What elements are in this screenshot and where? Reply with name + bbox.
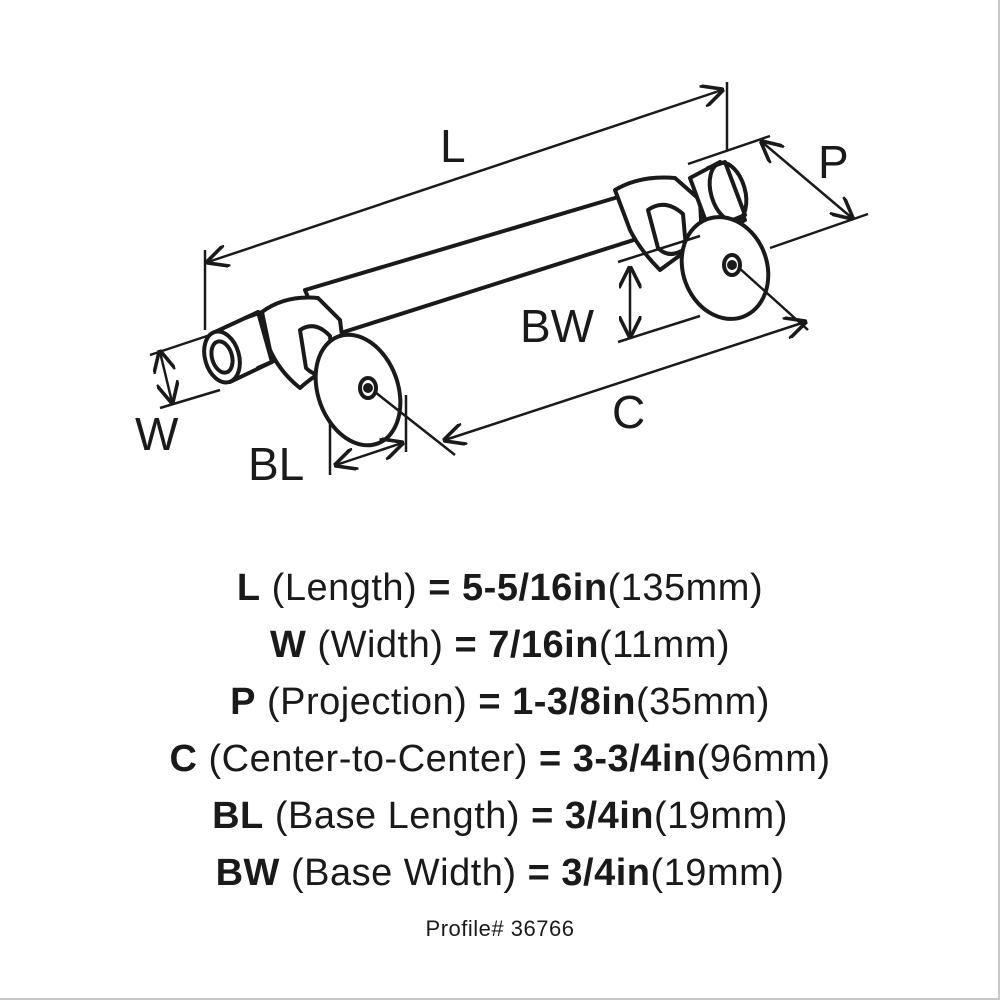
left-base xyxy=(313,332,403,448)
spec-metric: (135mm) xyxy=(607,567,764,609)
spec-abbr: W xyxy=(269,624,307,666)
spec-imperial: 5-5/16in xyxy=(462,567,608,609)
dimension-spec-list: L (Length) = 5-5/16in(135mm) W (Width) =… xyxy=(0,560,1000,902)
width-extension-bottom xyxy=(159,388,221,410)
spec-metric: (35mm) xyxy=(636,681,770,723)
spec-projection: P (Projection) = 1-3/8in(35mm) xyxy=(0,674,1000,731)
spec-name: (Length) xyxy=(271,567,418,609)
left-end-cap xyxy=(202,310,278,385)
spec-name: (Base Length) xyxy=(274,795,521,837)
center-extension-right xyxy=(737,266,809,331)
spec-length: L (Length) = 5-5/16in(135mm) xyxy=(0,560,1000,617)
spec-name: (Width) xyxy=(317,624,444,666)
spec-metric: (11mm) xyxy=(598,624,731,666)
dimension-lines xyxy=(149,82,869,475)
label-BL: BL xyxy=(248,438,304,490)
spec-imperial: 3/4in xyxy=(561,852,651,894)
spec-imperial: 3/4in xyxy=(564,795,654,837)
spec-abbr: C xyxy=(169,738,198,780)
label-BW: BW xyxy=(520,300,595,352)
spec-equals: = xyxy=(428,567,451,609)
spec-equals: = xyxy=(527,852,551,894)
width-dimension-line xyxy=(160,352,172,402)
base-length-dimension-line xyxy=(336,443,402,465)
spec-metric: (19mm) xyxy=(653,795,788,837)
label-W: W xyxy=(135,408,179,460)
cabinet-pull-dimension-diagram: L P BW C W BL xyxy=(135,82,869,490)
spec-name: (Projection) xyxy=(267,681,468,723)
length-dimension-line xyxy=(208,90,722,262)
spec-imperial: 1-3/8in xyxy=(512,681,637,723)
spec-base-length: BL (Base Length) = 3/4in(19mm) xyxy=(0,788,1000,845)
spec-name: (Base Width) xyxy=(290,852,517,894)
spec-imperial: 3-3/4in xyxy=(572,738,697,780)
spec-equals: = xyxy=(531,795,554,837)
spec-metric: (19mm) xyxy=(650,852,785,894)
projection-extension-bottom xyxy=(769,212,869,250)
pull-handle-drawing xyxy=(202,160,771,448)
spec-abbr: BW xyxy=(215,852,280,894)
spec-equals: = xyxy=(478,681,502,723)
spec-metric: (96mm) xyxy=(696,738,831,780)
label-C: C xyxy=(612,386,645,438)
projection-extension-top xyxy=(687,134,771,166)
spec-base-width: BW (Base Width) = 3/4in(19mm) xyxy=(0,845,1000,902)
spec-center-to-center: C (Center-to-Center) = 3-3/4in(96mm) xyxy=(0,731,1000,788)
label-L: L xyxy=(440,120,466,172)
profile-number: Profile# 36766 xyxy=(425,916,575,941)
center-dimension-line xyxy=(445,322,805,440)
spec-abbr: BL xyxy=(212,795,264,837)
label-P: P xyxy=(818,136,849,188)
spec-equals: = xyxy=(454,624,478,666)
spec-imperial: 7/16in xyxy=(488,624,599,666)
center-extension-left xyxy=(374,391,456,456)
spec-abbr: L xyxy=(236,567,261,609)
projection-dimension-line xyxy=(762,142,852,218)
base-width-extension-top xyxy=(617,234,701,264)
spec-name: (Center-to-Center) xyxy=(208,738,528,780)
width-extension-top xyxy=(149,333,211,357)
spec-equals: = xyxy=(538,738,562,780)
spec-width: W (Width) = 7/16in(11mm) xyxy=(0,617,1000,674)
spec-abbr: P xyxy=(230,681,256,723)
